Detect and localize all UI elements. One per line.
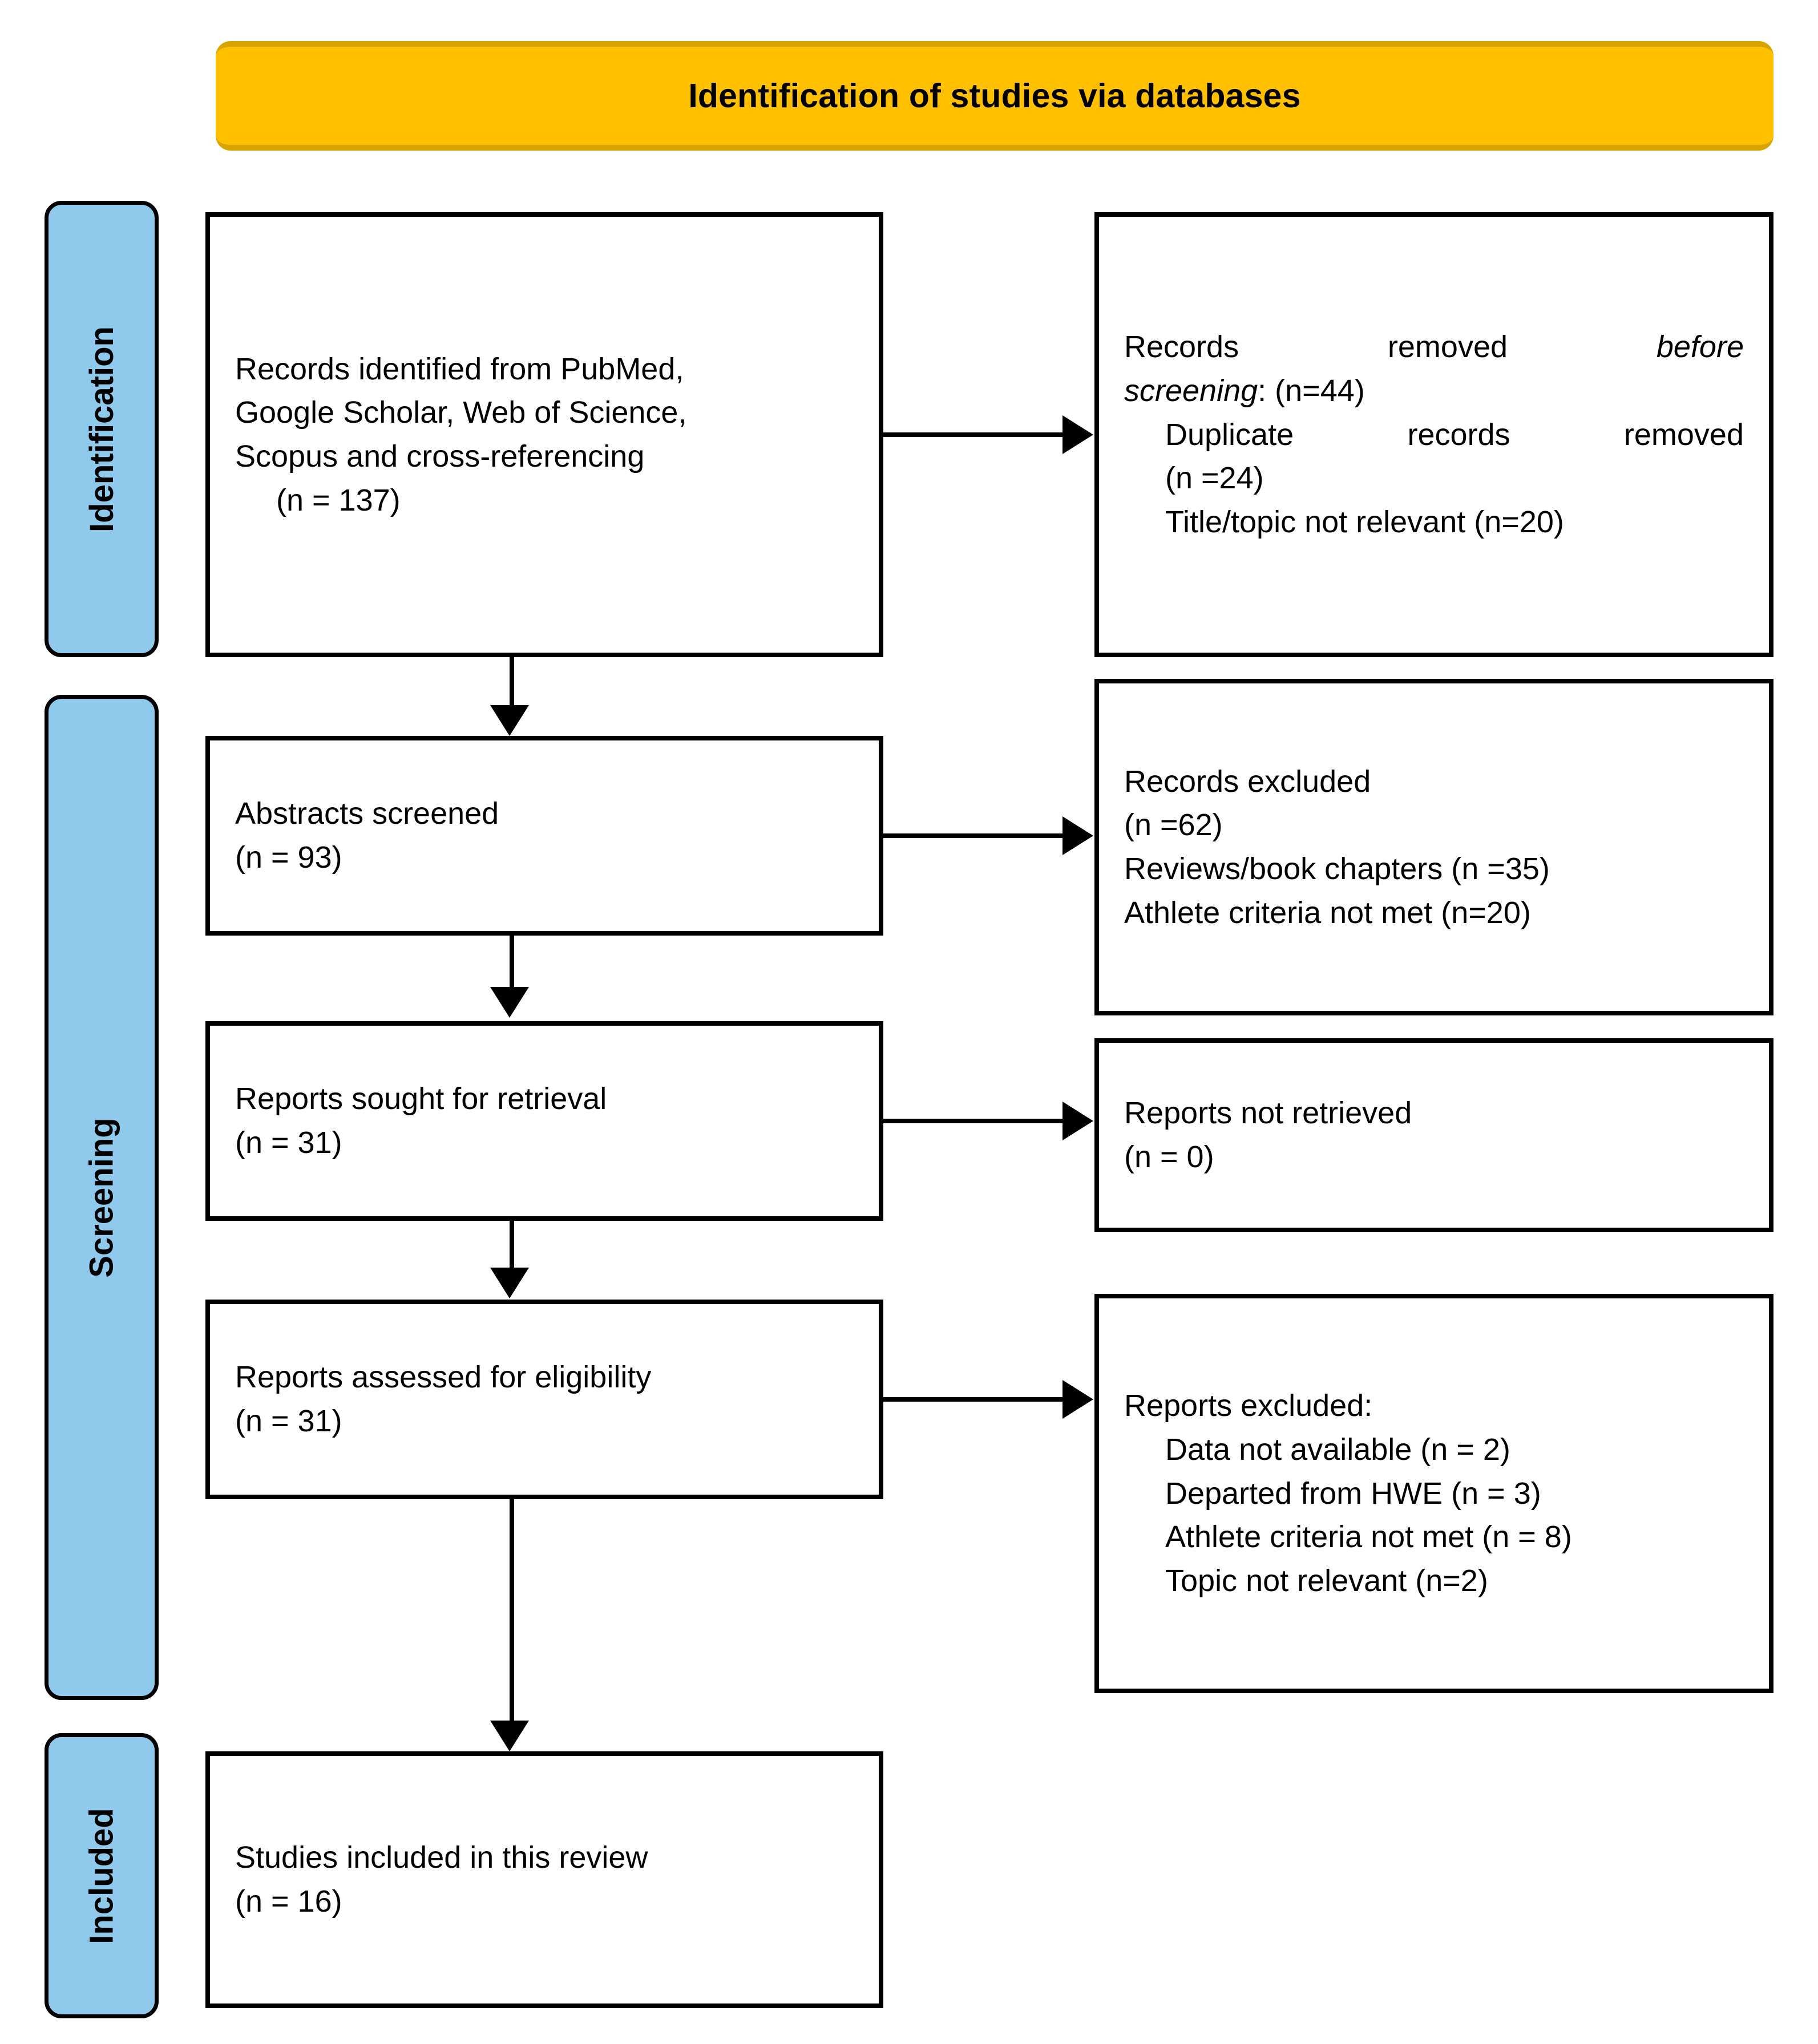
duplicate-word3: removed [1623,417,1744,452]
records-excluded-count: (n =62) [1124,808,1223,843]
stage-rail-included: Included [45,1733,159,2018]
duplicate-word1: Duplicate [1165,417,1294,452]
connector-identified-to-removed [883,432,1065,437]
connector-abstracts-to-records-excluded [883,833,1065,838]
arrowhead-right-icon-2 [1062,816,1093,855]
node-records-identified: Records identified from PubMed, Google S… [205,212,883,657]
node-records-removed-before-screening: Records removed before screening: (n=44)… [1094,212,1773,657]
stage-rail-identification: Identification [45,201,159,657]
records-excluded-title: Records excluded [1124,764,1371,799]
connector-abstracts-to-sought [510,936,514,987]
records-identified-line3: Scopus and cross-referencing [235,439,645,473]
banner-title: Identification of studies via databases [688,77,1301,115]
studies-included-count: (n = 16) [235,1884,342,1918]
stage-rail-screening: Screening [45,695,159,1700]
records-removed-line2: screening: (n=44) [1124,369,1744,413]
duplicate-records-count: (n =24) [1165,461,1264,496]
title-topic-not-relevant: Title/topic not relevant (n=20) [1165,505,1564,539]
connector-identified-to-abstracts [510,657,514,707]
records-removed-count: : (n=44) [1258,373,1365,408]
node-reports-excluded: Reports excluded: Data not available (n … [1094,1294,1773,1693]
stage-rail-label-identification: Identification [83,326,120,532]
records-removed-line1: Records removed before [1124,325,1744,369]
abstracts-screened-title: Abstracts screened [235,796,499,831]
stage-rail-label-screening: Screening [83,1117,120,1278]
arrowhead-down-icon-4 [490,1721,529,1751]
arrowhead-right-icon-1 [1062,415,1093,454]
node-reports-not-retrieved: Reports not retrieved (n = 0) [1094,1038,1773,1232]
reports-assessed-count: (n = 31) [235,1404,342,1438]
reports-sought-count: (n = 31) [235,1126,342,1160]
records-excluded-reason-2: Athlete criteria not met (n=20) [1124,895,1531,930]
records-identified-line2: Google Scholar, Web of Science, [235,395,687,430]
arrowhead-down-icon-1 [490,705,529,736]
reports-not-retrieved-count: (n = 0) [1124,1140,1214,1174]
duplicate-records-removed-line: Duplicate records removed [1124,413,1744,457]
arrowhead-down-icon-2 [490,987,529,1018]
node-abstracts-screened: Abstracts screened (n = 93) [205,736,883,936]
studies-included-title: Studies included in this review [235,1840,648,1875]
stage-rail-label-included: Included [83,1807,120,1944]
records-removed-word2: removed [1387,330,1508,365]
node-reports-assessed-for-eligibility: Reports assessed for eligibility (n = 31… [205,1300,883,1499]
reports-excluded-reason-1: Data not available (n = 2) [1165,1432,1510,1467]
arrowhead-right-icon-4 [1062,1380,1093,1419]
records-removed-word3-italic: before [1656,330,1744,365]
reports-excluded-reason-2: Departed from HWE (n = 3) [1165,1476,1541,1511]
records-removed-word1: Records [1124,330,1239,365]
connector-sought-to-not-retrieved [883,1119,1065,1123]
reports-not-retrieved-title: Reports not retrieved [1124,1096,1412,1131]
node-records-excluded: Records excluded (n =62) Reviews/book ch… [1094,679,1773,1015]
reports-excluded-reason-4: Topic not relevant (n=2) [1165,1564,1488,1598]
records-identified-count: (n = 137) [276,483,401,517]
connector-assessed-to-reports-excluded [883,1397,1065,1402]
abstracts-screened-count: (n = 93) [235,840,342,875]
records-excluded-reason-1: Reviews/book chapters (n =35) [1124,852,1550,886]
connector-sought-to-assessed [510,1221,514,1268]
reports-excluded-reason-3: Athlete criteria not met (n = 8) [1165,1520,1572,1555]
node-reports-sought-for-retrieval: Reports sought for retrieval (n = 31) [205,1021,883,1221]
node-studies-included: Studies included in this review (n = 16) [205,1751,883,2008]
arrowhead-right-icon-3 [1062,1102,1093,1140]
reports-excluded-title: Reports excluded: [1124,1389,1373,1423]
records-removed-screening-italic: screening [1124,373,1258,408]
connector-assessed-to-included [510,1499,514,1722]
duplicate-word2: records [1407,417,1510,452]
reports-assessed-title: Reports assessed for eligibility [235,1360,652,1395]
header-banner: Identification of studies via databases [216,41,1773,151]
arrowhead-down-icon-3 [490,1268,529,1298]
reports-sought-title: Reports sought for retrieval [235,1082,607,1116]
records-identified-line1: Records identified from PubMed, [235,351,684,386]
